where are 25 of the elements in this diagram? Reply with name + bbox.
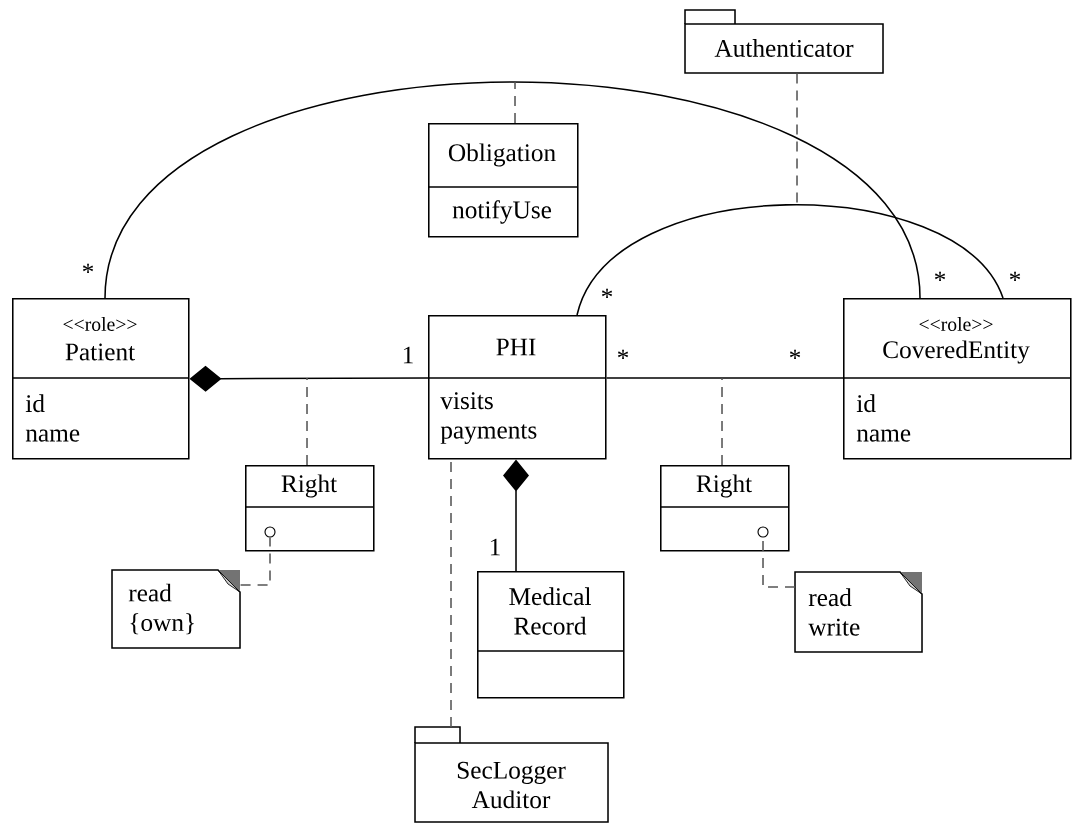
dashed-connector [306,377,308,466]
association-line [104,81,921,299]
package-box: Authenticator [684,9,884,74]
multiplicity-label: * [601,288,613,298]
multiplicity-label: 1 [403,346,413,364]
dashed-connector [721,377,723,466]
dashed-connector [514,81,516,124]
multiplicity-label: 1 [490,538,500,556]
class-box: <<role>> Patient id name [11,298,190,460]
association-line [605,377,844,379]
class-box: Medical Record [476,571,625,699]
multiplicity-label: * [934,271,946,281]
multiplicity-label: * [82,263,94,273]
multiplicity-label: * [789,349,801,359]
class-box: Right [659,465,790,552]
note-box: read {own} [111,569,241,649]
class-box: PHI visits payments [427,315,607,460]
multiplicity-label: * [1009,271,1021,281]
multiplicity-label: * [617,349,629,359]
class-box: Right [244,465,375,552]
class-box: Obligation notifyUse [427,123,579,238]
note-box: read write [794,571,923,653]
class-box: <<role>> CoveredEntity id name [842,298,1072,460]
package-box: SecLogger Auditor [414,726,609,823]
association-line [576,204,1004,316]
